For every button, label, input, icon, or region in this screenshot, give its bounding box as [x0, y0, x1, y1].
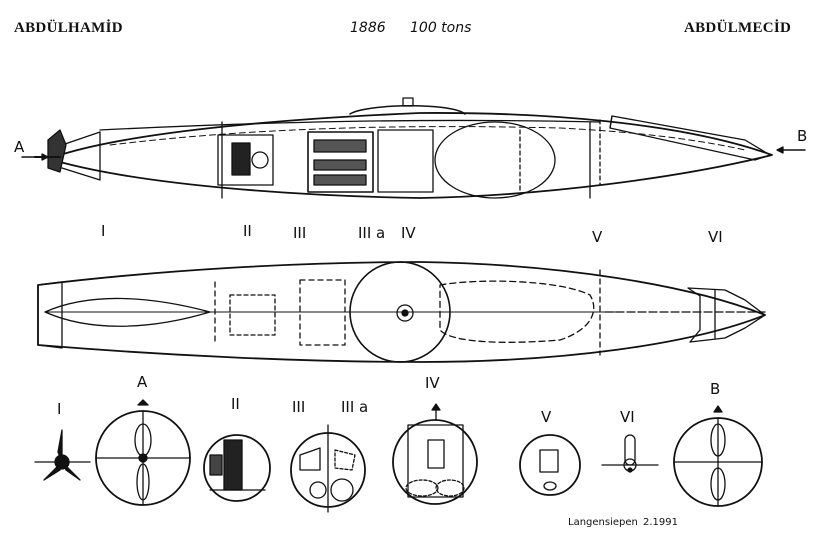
- side-engine-block: [218, 135, 273, 185]
- side-boiler: [308, 132, 373, 192]
- year-label: 1886: [350, 20, 386, 36]
- section-marker-iii: III: [293, 224, 307, 242]
- plan-bow-fins: [688, 288, 765, 342]
- section-i-drawing: [35, 430, 90, 480]
- cross-section-label-iv: IV: [425, 374, 440, 392]
- side-ballast-tank: [435, 122, 555, 198]
- section-a-drawing: [96, 400, 190, 505]
- cross-section-label-ii: II: [231, 395, 240, 413]
- section-b-drawing: [674, 406, 762, 506]
- section-iii-drawing: [291, 425, 365, 512]
- side-rudder: [48, 130, 66, 172]
- section-marker-ii: II: [243, 222, 252, 240]
- side-profile-view: [22, 98, 805, 198]
- section-vi-drawing: [602, 435, 658, 472]
- cross-section-label-v: V: [541, 408, 552, 426]
- plan-conning-circle: [350, 262, 450, 362]
- section-marker-v: V: [592, 228, 603, 246]
- cross-section-label-vi: VI: [620, 408, 635, 426]
- plan-tank-outline: [440, 281, 594, 342]
- side-hull-outline: [60, 113, 772, 198]
- section-v-drawing: [520, 435, 580, 495]
- cross-section-label-a: A: [137, 373, 148, 391]
- section-marker-iv: IV: [401, 224, 416, 242]
- cross-section-label-b: B: [710, 380, 721, 398]
- view-arrow-a-label: A: [14, 138, 25, 156]
- credit-date: 2.1991: [643, 517, 678, 528]
- cross-section-label-iii: III: [292, 398, 306, 416]
- side-control-room: [378, 130, 433, 192]
- section-marker-i: I: [101, 222, 106, 240]
- plan-stern-box: [38, 282, 62, 348]
- side-stern-frame: [62, 132, 100, 180]
- plan-view: [38, 262, 765, 362]
- side-hatch: [403, 98, 413, 106]
- side-bow-tube: [610, 116, 770, 160]
- cross-section-label-iiia: III a: [341, 398, 369, 416]
- vessel-name-left: ABDÜLHAMİD: [14, 20, 123, 36]
- side-deck-line: [100, 120, 600, 130]
- view-arrow-b-label: B: [797, 127, 808, 145]
- section-iv-drawing: [393, 404, 477, 504]
- section-marker-vi: VI: [708, 228, 723, 246]
- cross-section-label-i: I: [57, 400, 62, 418]
- section-ii-drawing: [204, 435, 270, 501]
- vessel-name-right: ABDÜLMECİD: [684, 20, 792, 36]
- section-marker-iiia: III a: [358, 224, 386, 242]
- credit-author: Langensiepen: [568, 517, 638, 528]
- tonnage-label: 100 tons: [410, 20, 472, 36]
- cross-sections: [35, 400, 762, 512]
